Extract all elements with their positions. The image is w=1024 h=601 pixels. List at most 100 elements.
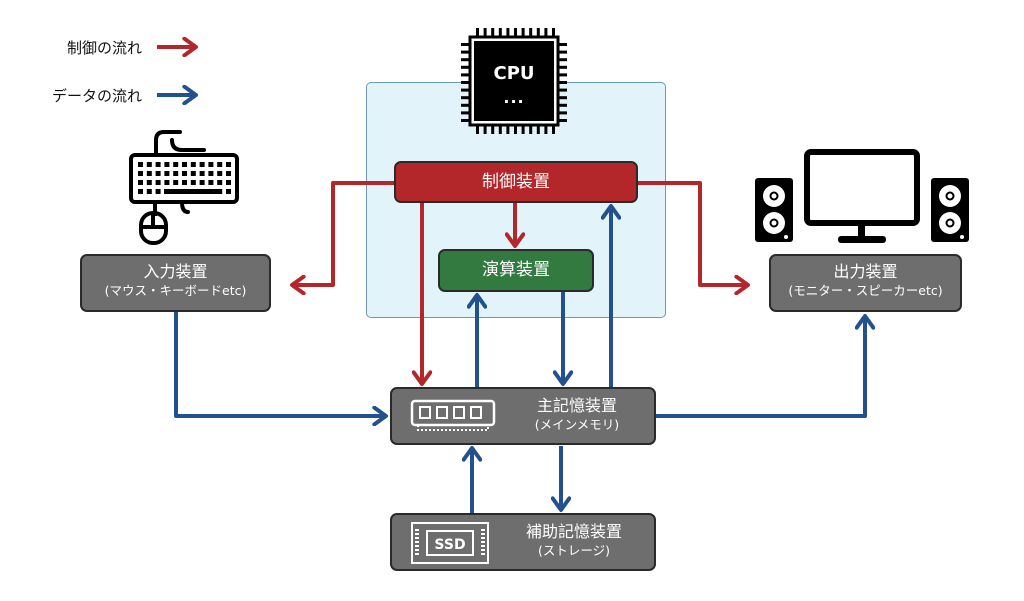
keyboard-key [217, 162, 223, 167]
keyboard-key [208, 162, 214, 167]
keyboard-key [208, 171, 214, 176]
keyboard-key [155, 189, 161, 194]
input-device-subtitle: (マウス・キーボードetc) [104, 283, 247, 298]
cpu-pin [461, 119, 470, 122]
keyboard-key [138, 162, 143, 167]
output-device-subtitle: (モニター・スピーカーetc) [788, 283, 943, 298]
cpu-pin [461, 73, 470, 77]
cpu-pin [491, 125, 495, 134]
control-unit-box[interactable]: 制御装置 [394, 161, 638, 203]
keyboard-key [138, 180, 143, 185]
main-memory-subtitle: (メインメモリ) [534, 417, 620, 432]
keyboard-key [146, 180, 152, 185]
cpu-pin [506, 125, 510, 134]
cpu-pin [521, 28, 525, 37]
cpu-pin [461, 58, 470, 62]
cpu-pin [461, 50, 470, 54]
storage-subtitle: (ストレージ) [537, 543, 610, 558]
cpu-pin [558, 50, 567, 54]
cpu-pin [521, 125, 525, 134]
ssd-icon-text: SSD [434, 537, 465, 553]
alu-box[interactable]: 演算装置 [438, 249, 594, 292]
cpu-pin [558, 81, 567, 84]
keyboard-key [164, 162, 170, 167]
keyboard-key [173, 171, 179, 176]
keyboard-key [199, 171, 205, 176]
keyboard-key [138, 171, 143, 176]
control-arrow-to-input [292, 181, 400, 285]
cpu-pin [461, 43, 470, 46]
keyboard-key [226, 180, 231, 185]
cpu-pin [461, 111, 470, 115]
cpu-pin [536, 125, 540, 134]
left-speaker-icon [755, 178, 793, 242]
data-arrow-memory-to-output [655, 316, 865, 418]
cpu-pin [483, 28, 487, 37]
cpu-pin [483, 125, 487, 134]
cpu-pin [558, 88, 567, 92]
keyboard-key [226, 162, 231, 167]
cpu-pin [558, 58, 567, 62]
keyboard-key [164, 171, 170, 176]
keyboard-key [182, 171, 187, 176]
keyboard-key [199, 180, 205, 185]
keyboard-key [146, 189, 152, 194]
cpu-chip-icon [461, 28, 567, 134]
cpu-pin [514, 28, 517, 37]
keyboard-key [226, 189, 231, 194]
data-arrow-input-to-memory [174, 312, 386, 416]
main-memory-box[interactable]: 主記憶装置 (メインメモリ) [390, 387, 656, 445]
cpu-pin [529, 125, 533, 134]
cpu-pin [514, 125, 517, 134]
keyboard-key [146, 171, 152, 176]
keyboard-key [155, 162, 161, 167]
cpu-pin [544, 28, 548, 37]
output-device-title: 出力装置 [833, 262, 898, 281]
keyboard-key [138, 189, 143, 194]
keyboard-key [190, 171, 196, 176]
cpu-pin [476, 28, 479, 37]
keyboard-key [226, 171, 231, 176]
input-device-title: 入力装置 [143, 262, 208, 281]
keyboard-key [146, 162, 152, 167]
keyboard-key [182, 162, 187, 167]
keyboard-key [217, 171, 223, 176]
control-unit-label: 制御装置 [482, 172, 550, 192]
cpu-pin [476, 125, 479, 134]
cpu-pin [544, 125, 548, 134]
input-device-box[interactable]: 入力装置 (マウス・キーボードetc) [80, 254, 271, 312]
keyboard-key [164, 180, 170, 185]
ram-icon [410, 399, 496, 431]
keyboard-key [173, 162, 179, 167]
cpu-pin [491, 28, 495, 37]
cpu-pin [461, 88, 470, 92]
storage-title: 補助記憶装置 [525, 522, 622, 541]
cpu-pin [558, 73, 567, 77]
cpu-chip-label: CPU [493, 63, 535, 84]
cpu-pin [461, 96, 470, 100]
keyboard-mouse-icon [129, 130, 239, 245]
cpu-chip-sublabel: ... [503, 88, 525, 107]
monitor-speakers-icon [755, 149, 969, 243]
cpu-pin [558, 111, 567, 115]
alu-label: 演算装置 [482, 260, 550, 280]
keyboard-keys [138, 162, 231, 194]
legend-data-label: データの流れ [51, 87, 142, 105]
cpu-pin [529, 28, 533, 37]
keyboard-key [182, 180, 187, 185]
keyboard-key [190, 162, 196, 167]
output-device-box[interactable]: 出力装置 (モニター・スピーカーetc) [769, 254, 962, 312]
cpu-pin [498, 28, 502, 37]
cpu-pin [552, 28, 555, 37]
keyboard-spacebar [164, 189, 218, 194]
cpu-pin [558, 65, 567, 69]
legend-control-label: 制御の流れ [66, 39, 142, 57]
cpu-pin [558, 96, 567, 100]
keyboard-key [155, 171, 161, 176]
cpu-pin [498, 125, 502, 134]
cpu-pin [461, 103, 470, 107]
cpu-pin [461, 65, 470, 69]
storage-box[interactable]: SSD 補助記憶装置 (ストレージ) [390, 513, 656, 571]
keyboard-key [155, 180, 161, 185]
